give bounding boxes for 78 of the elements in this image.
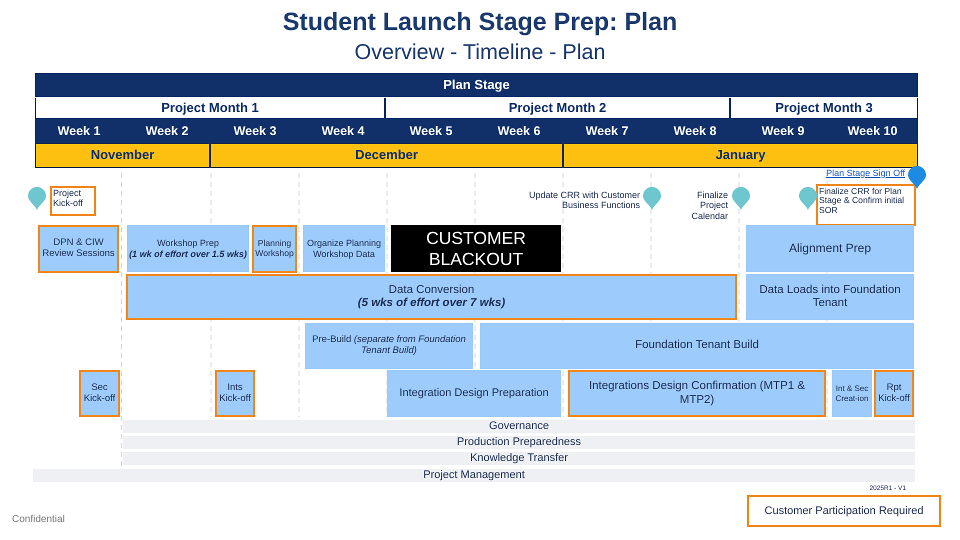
task-label: Pre-Build (separate from Foundation Tenant Build) — [311, 335, 467, 357]
task-label: DPN & CIW Review Sessions — [41, 238, 116, 260]
task-label: Foundation Tenant Build — [635, 339, 759, 353]
header-label: Week 8 — [674, 124, 716, 138]
diagram-title: Student Launch Stage Prep: Plan — [282, 8, 678, 37]
header-label: Week 10 — [848, 124, 898, 138]
header-label: January — [716, 148, 766, 163]
task-label: Rpt Kick-off — [877, 382, 911, 404]
month-header-cell — [385, 98, 730, 119]
milestone-box — [50, 186, 96, 216]
header-label: Week 9 — [762, 124, 804, 138]
task-label: Ints Kick-off — [218, 382, 252, 404]
task-label: Sec Kick-off — [82, 382, 116, 404]
task-label: Alignment Prep — [788, 242, 872, 256]
task-label: Data Conversion — [388, 284, 474, 297]
header-label: Project Month 2 — [508, 100, 606, 116]
workstream-band — [123, 436, 915, 449]
calendar-month-cell — [210, 143, 563, 168]
header-label: Week 7 — [586, 124, 628, 138]
task-label: Integration Design Preparation — [399, 387, 549, 400]
task-bar — [38, 225, 119, 273]
band-label: Project Management — [423, 470, 525, 481]
calendar-month-cell — [35, 143, 210, 168]
milestone-label: Project Kick-off — [53, 189, 84, 209]
header-label: Plan Stage — [443, 78, 510, 92]
calendar-month-cell — [563, 143, 918, 168]
task-bar — [126, 274, 737, 320]
milestone-label: Update CRR with Customer Business Functions — [528, 190, 640, 211]
milestone-label: Finalize CRR for Plan Stage & Confirm initial SOR — [819, 187, 906, 216]
header-label: Week 5 — [410, 124, 452, 138]
month-header-cell — [35, 98, 385, 119]
task-label: Data Loads into Foundation Tenant — [758, 284, 902, 310]
week-header-cell — [35, 119, 123, 143]
header-label: Week 6 — [498, 124, 540, 138]
header-label: December — [355, 148, 418, 163]
milestone-box — [816, 184, 916, 226]
header-label: Week 1 — [58, 124, 100, 138]
task-bar — [305, 323, 473, 369]
header-label: Week 2 — [146, 124, 188, 138]
header-label: Project Month 3 — [775, 100, 873, 116]
legend-label: Customer Participation Required — [764, 505, 924, 517]
task-bar — [832, 370, 872, 417]
task-bar — [79, 370, 120, 417]
header-label: Week 4 — [322, 124, 364, 138]
header-label: November — [90, 148, 154, 163]
band-label: Knowledge Transfer — [470, 453, 568, 464]
month-header-cell — [730, 98, 918, 119]
diagram-subtitle: Overview - Timeline - Plan — [354, 40, 606, 65]
task-label: (5 wks of effort over 7 wks) — [358, 297, 506, 310]
task-bar — [746, 274, 914, 320]
workstream-band — [123, 420, 915, 433]
week-header-cell — [827, 119, 918, 143]
task-bar — [387, 370, 561, 417]
task-label: Organize Planning Workshop Data — [306, 238, 382, 259]
task-bar — [568, 370, 826, 417]
task-label: Workshop Prep — [157, 238, 219, 248]
task-bar — [303, 225, 385, 272]
milestone-link: Plan Stage Sign Off — [825, 168, 905, 178]
band-label: Governance — [489, 421, 549, 432]
task-bar — [480, 323, 914, 369]
task-label: Int & Sec Creat-ion — [834, 384, 870, 403]
task-label: (1 wk of effort over 1.5 wks) — [129, 248, 247, 259]
task-bar — [127, 225, 249, 272]
header-label: Project Month 1 — [161, 100, 259, 116]
band-label: Production Preparedness — [456, 437, 582, 448]
task-bar — [252, 225, 297, 273]
task-label: Planning Workshop — [255, 239, 294, 259]
stage-header-bar — [35, 73, 918, 97]
task-bar — [874, 370, 914, 417]
milestone-label: Finalize Project Calendar — [690, 190, 728, 222]
task-bar — [215, 370, 255, 417]
blackout-label: CUSTOMER BLACKOUT — [425, 228, 527, 269]
footer-note: Confidential — [12, 514, 66, 526]
blackout-block — [391, 225, 561, 272]
task-bar — [746, 225, 914, 272]
header-label: Week 3 — [234, 124, 276, 138]
task-label: Integrations Design Confirmation (MTP1 & MTP2) — [588, 380, 806, 407]
workstream-band — [123, 452, 915, 465]
